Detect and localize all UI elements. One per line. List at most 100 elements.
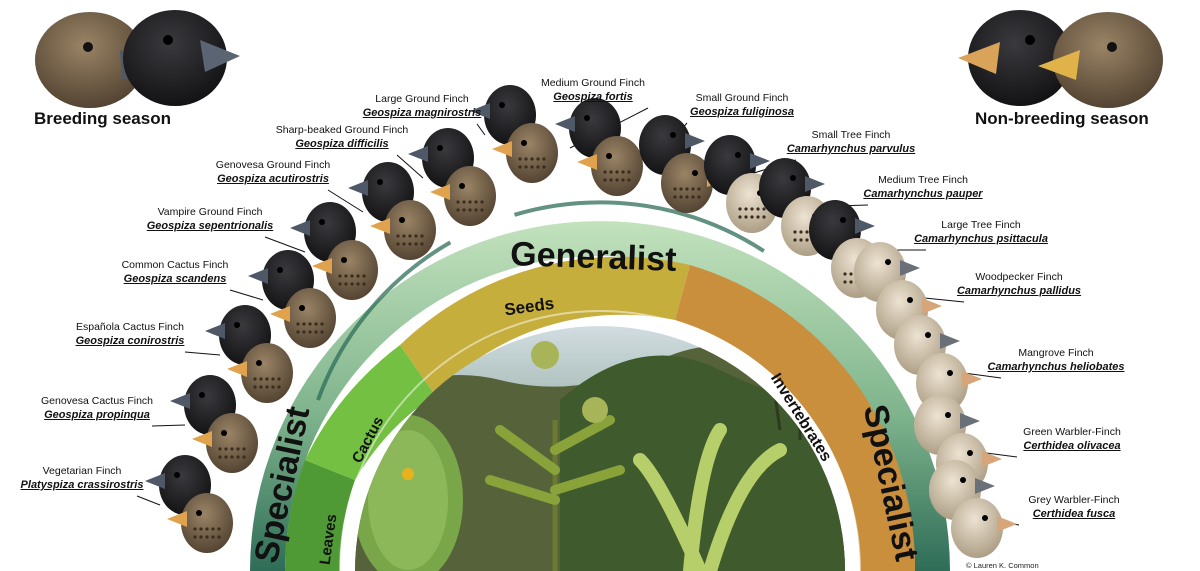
finch-scientific-name: Geospiza scandens <box>123 273 227 285</box>
finch-beak <box>492 141 512 157</box>
leaves-label: Leaves <box>317 513 341 566</box>
finch-pair-2 <box>151 375 258 473</box>
finch-head <box>384 200 436 260</box>
finch-beak <box>290 220 310 236</box>
finch-scientific-name: Geospiza conirostris <box>75 335 185 347</box>
leader-line <box>136 495 161 506</box>
finch-pair-8 <box>470 85 558 183</box>
finch-beak <box>922 298 942 314</box>
generalist-track-line <box>316 200 884 401</box>
leader-line <box>184 351 221 356</box>
finch-beak <box>145 473 165 489</box>
seeds-segment <box>400 256 690 395</box>
finch-beak <box>170 393 190 409</box>
finch-beak <box>248 268 268 284</box>
non-breeding-season-label: Non-breeding season <box>975 109 1149 128</box>
non-breeding-season-heads <box>958 10 1163 108</box>
breeding-season-label: Breeding season <box>34 109 171 128</box>
finch-common-name: Common Cactus Finch <box>121 259 229 271</box>
copyright-credit: © Lauren K. Common <box>966 561 1039 570</box>
finch-scientific-name: Geospiza acutirostris <box>217 173 329 185</box>
finch-common-name: Green Warbler-Finch <box>1023 426 1121 438</box>
finch-beak <box>997 516 1017 532</box>
finch-beak <box>805 176 825 192</box>
finch-pair-5 <box>264 202 378 300</box>
finch-beak <box>348 180 368 196</box>
finch-common-name: Española Cactus Finch <box>76 321 184 333</box>
finch-common-name: Vampire Ground Finch <box>157 206 263 218</box>
finch-beak <box>408 146 428 162</box>
leader-line <box>327 189 364 213</box>
finch-beak <box>975 478 995 494</box>
finch-pair-7 <box>396 128 496 226</box>
finch-beak <box>982 451 1002 467</box>
finch-beak <box>555 116 575 132</box>
finch-scientific-name: Certhidea fusca <box>1032 508 1116 520</box>
finch-head <box>591 136 643 196</box>
finch-scientific-name: Platyspiza crassirostris <box>20 479 144 491</box>
finch-common-name: Small Tree Finch <box>811 129 891 141</box>
finch-common-name: Woodpecker Finch <box>975 271 1063 283</box>
leader-line <box>264 236 306 253</box>
finch-beak <box>577 154 597 170</box>
finch-common-name: Mangrove Finch <box>1018 347 1094 359</box>
invertebrates-segment <box>675 265 916 571</box>
finch-head <box>241 343 293 403</box>
generalist-label: Generalist <box>510 235 678 279</box>
finch-scientific-name: Camarhynchus pallidus <box>956 285 1082 297</box>
finch-beak <box>900 260 920 276</box>
finch-pair-1 <box>136 455 233 553</box>
leader-line <box>476 123 486 136</box>
finch-pair-6 <box>327 162 436 260</box>
leader-line <box>229 289 264 301</box>
finch-scientific-name: Certhidea olivacea <box>1023 440 1121 452</box>
finch-scientific-name: Geospiza fortis <box>553 91 633 103</box>
breeding-season-heads <box>35 10 240 108</box>
finch-head <box>951 498 1003 558</box>
finch-beak <box>167 511 187 527</box>
finch-head <box>284 288 336 348</box>
finch-pair-10 <box>639 115 727 213</box>
finch-scientific-name: Geospiza fuliginosa <box>690 106 794 118</box>
finch-beak <box>192 431 212 447</box>
finch-beak <box>855 218 875 234</box>
finch-beak <box>685 133 705 149</box>
finch-common-name: Sharp-beaked Ground Finch <box>275 124 409 136</box>
finch-pair-3 <box>184 305 293 403</box>
leaves-segment <box>284 460 355 571</box>
finch-scientific-name: Camarhynchus psittacula <box>914 233 1048 245</box>
finch-beak <box>962 371 982 387</box>
finch-beak <box>750 153 770 169</box>
finch-beak <box>205 323 225 339</box>
finch-scientific-name: Camarhynchus pauper <box>863 188 983 200</box>
finch-beak <box>270 306 290 322</box>
finch-common-name: Vegetarian Finch <box>42 465 122 477</box>
finch-head <box>206 413 258 473</box>
finch-pair-4 <box>229 250 336 348</box>
finch-pair-17 <box>929 460 1020 558</box>
finch-head <box>506 123 558 183</box>
cactus-segment <box>305 345 435 480</box>
finch-common-name: Genovesa Cactus Finch <box>40 395 154 407</box>
finch-ring <box>136 85 1020 558</box>
finch-scientific-name: Geospiza magnirostris <box>362 107 482 119</box>
finch-beak <box>227 361 247 377</box>
finch-common-name: Large Tree Finch <box>941 219 1021 231</box>
finch-scientific-name: Camarhynchus parvulus <box>786 143 916 155</box>
finch-common-name: Small Ground Finch <box>695 92 789 104</box>
